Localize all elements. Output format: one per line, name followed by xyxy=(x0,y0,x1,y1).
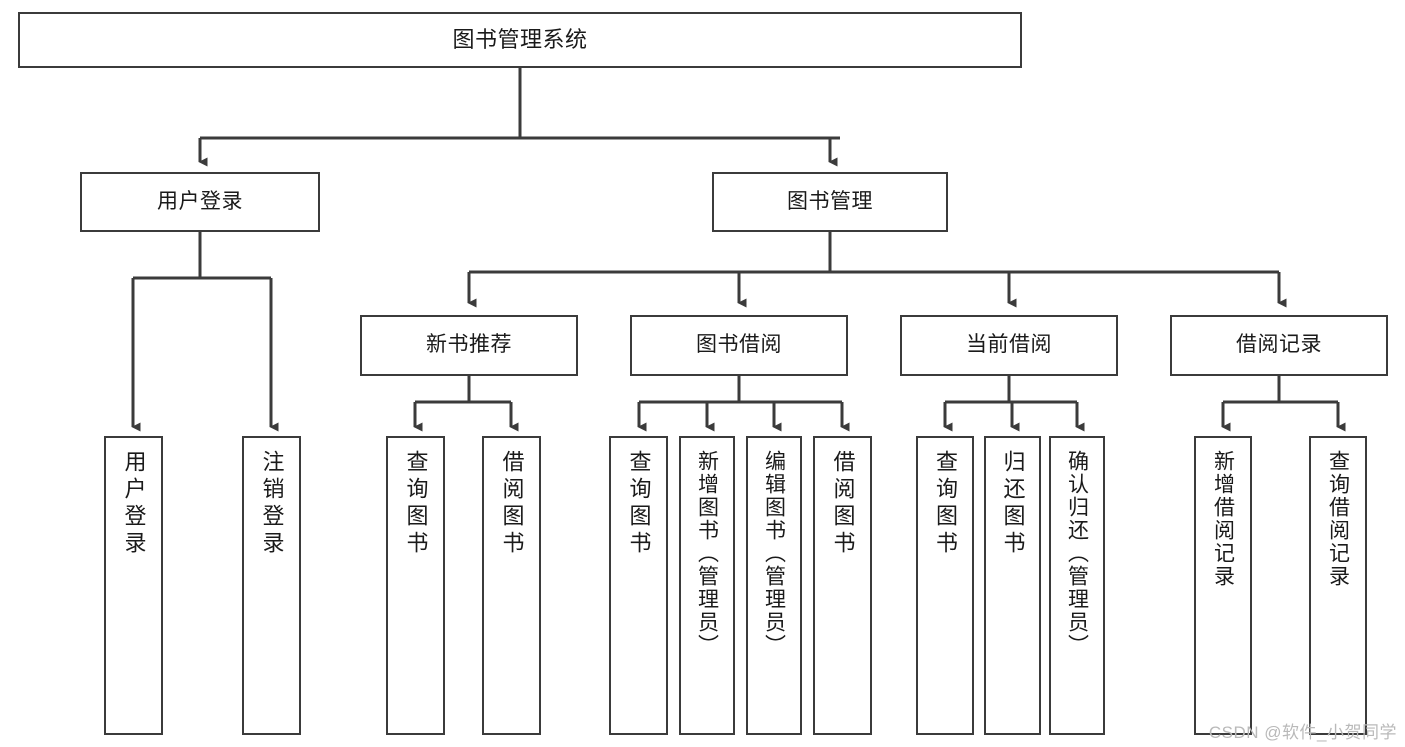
node-label: 借阅图书 xyxy=(830,450,856,558)
node-root-system[interactable]: 图书管理系统 xyxy=(18,12,1022,68)
node-label: 图书借阅 xyxy=(696,333,782,357)
leaf-add-book-admin[interactable]: 新增图书（管理员） xyxy=(679,436,735,735)
node-label: 编辑图书（管理员） xyxy=(762,450,786,657)
leaf-query-book-borrow[interactable]: 查询图书 xyxy=(609,436,668,735)
node-book-borrow[interactable]: 图书借阅 xyxy=(630,315,848,376)
leaf-query-book-newbook[interactable]: 查询图书 xyxy=(386,436,445,735)
node-label: 新书推荐 xyxy=(426,333,512,357)
node-label: 确认归还（管理员） xyxy=(1065,450,1089,657)
node-label: 用户登录 xyxy=(121,450,147,558)
leaf-borrow-book-newbook[interactable]: 借阅图书 xyxy=(482,436,541,735)
node-label: 查询借阅记录 xyxy=(1326,450,1350,588)
leaf-return-book[interactable]: 归还图书 xyxy=(984,436,1041,735)
node-current-borrow[interactable]: 当前借阅 xyxy=(900,315,1118,376)
node-label: 借阅记录 xyxy=(1236,333,1322,357)
leaf-borrow-book-borrow[interactable]: 借阅图书 xyxy=(813,436,872,735)
leaf-add-borrow-record[interactable]: 新增借阅记录 xyxy=(1194,436,1252,735)
node-label: 新增借阅记录 xyxy=(1211,450,1235,588)
node-label: 用户登录 xyxy=(157,189,243,213)
leaf-edit-book-admin[interactable]: 编辑图书（管理员） xyxy=(746,436,802,735)
node-label: 归还图书 xyxy=(1000,450,1026,558)
node-label: 借阅图书 xyxy=(499,450,525,558)
watermark: CSDN @软件_小贺同学 xyxy=(1208,723,1397,742)
node-book-management[interactable]: 图书管理 xyxy=(712,172,948,232)
leaf-user-login[interactable]: 用户登录 xyxy=(104,436,163,735)
node-label: 查询图书 xyxy=(933,450,958,558)
leaf-query-borrow-record[interactable]: 查询借阅记录 xyxy=(1309,436,1367,735)
node-label: 当前借阅 xyxy=(966,333,1052,357)
node-label: 注销登录 xyxy=(259,450,285,558)
node-label: 图书管理系统 xyxy=(452,27,588,53)
node-label: 新增图书（管理员） xyxy=(695,450,719,657)
leaf-confirm-return-admin[interactable]: 确认归还（管理员） xyxy=(1049,436,1105,735)
node-user-login[interactable]: 用户登录 xyxy=(80,172,320,232)
leaf-user-logout[interactable]: 注销登录 xyxy=(242,436,301,735)
leaf-query-book-current[interactable]: 查询图书 xyxy=(916,436,974,735)
node-label: 查询图书 xyxy=(403,450,429,558)
node-label: 图书管理 xyxy=(787,189,873,213)
node-label: 查询图书 xyxy=(626,450,652,558)
node-borrow-record[interactable]: 借阅记录 xyxy=(1170,315,1388,376)
node-new-book-recommend[interactable]: 新书推荐 xyxy=(360,315,578,376)
